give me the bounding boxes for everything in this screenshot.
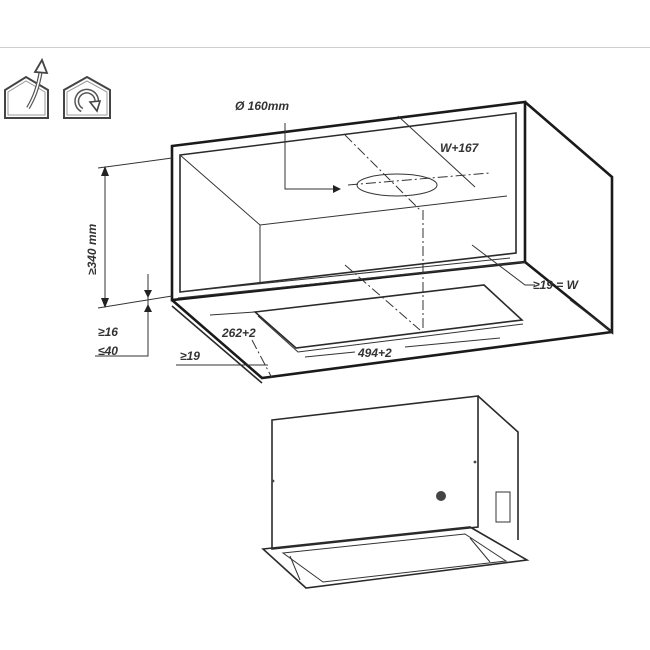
cabinet-bottom <box>171 299 613 380</box>
duct-opening <box>356 173 438 197</box>
cabinet-side <box>524 101 614 335</box>
cabinet-height-label: ≥340 mm <box>85 223 99 275</box>
header-divider <box>0 47 650 48</box>
ducted-extraction-icon <box>4 57 49 119</box>
cutout-depth-label: 262+2 <box>221 326 256 340</box>
cutout-panel <box>253 284 524 349</box>
shelf-max-label: ≤40 <box>98 344 118 358</box>
power-cable-port <box>436 491 446 501</box>
shelf-min-label: ≥16 <box>98 325 118 339</box>
recirculation-icon <box>63 75 111 119</box>
depth-offset-label: W+167 <box>440 141 480 155</box>
duct-diameter-label: Ø 160mm <box>235 99 289 113</box>
side-wall-label: ≥19 = W <box>533 278 580 292</box>
cabinet-inner-frame <box>179 112 517 293</box>
cutout-width-label: 494+2 <box>357 346 392 360</box>
front-offset-label: ≥19 <box>180 349 200 363</box>
